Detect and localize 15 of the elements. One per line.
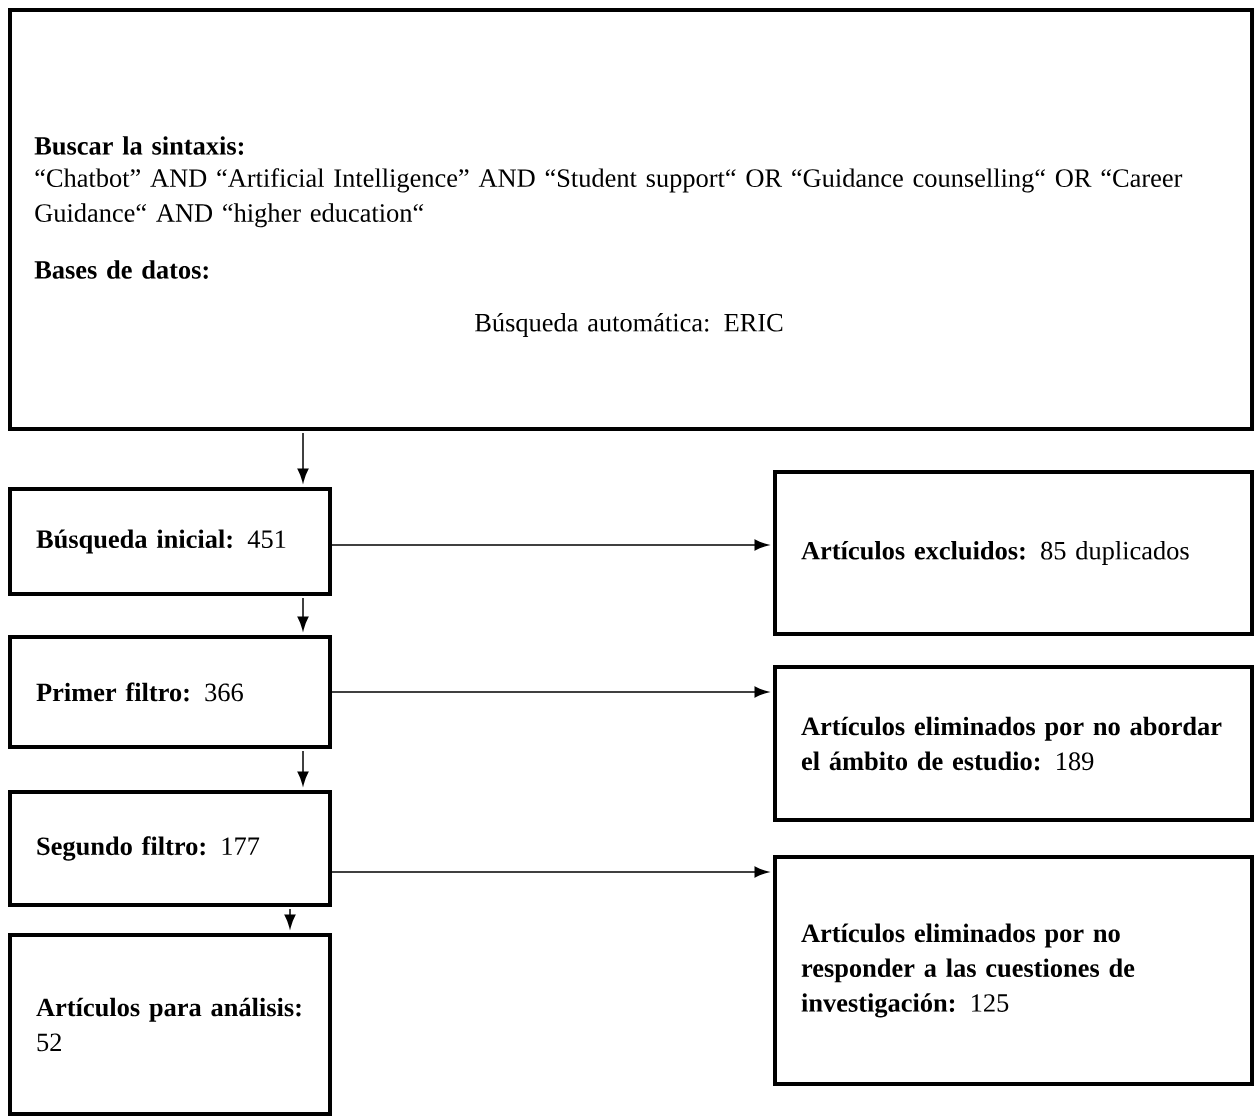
exclusion-box: Artículos eliminados por no abordar el ámbito de estudio: 189 bbox=[773, 665, 1254, 822]
arrow bbox=[297, 597, 309, 631]
result-box: Artículos para análisis: 52 bbox=[8, 933, 332, 1116]
result-box: Segundo filtro: 177 bbox=[8, 790, 332, 907]
exclusion-box: Artículos eliminados por no responder a las cuestiones de investigación: 125 bbox=[773, 855, 1254, 1086]
arrow bbox=[331, 539, 769, 551]
arrow bbox=[284, 908, 296, 929]
arrow bbox=[331, 686, 769, 698]
arrow bbox=[331, 866, 769, 878]
result-box: Primer filtro: 366 bbox=[8, 635, 332, 749]
exclusion-box: Artículos excluidos: 85 duplicados bbox=[773, 470, 1254, 636]
arrow bbox=[297, 432, 309, 483]
result-box: Búsqueda inicial: 451 bbox=[8, 487, 332, 596]
arrow bbox=[297, 750, 309, 786]
search-box: Buscar la sintaxis: “Chatbot” AND “Artificial Intelligence” AND “Student support“ OR “Guidance counselling“ OR “Career Guidance“ AND “higher education“ Bases de datos: Búsqueda automática: ERIC bbox=[8, 8, 1254, 431]
